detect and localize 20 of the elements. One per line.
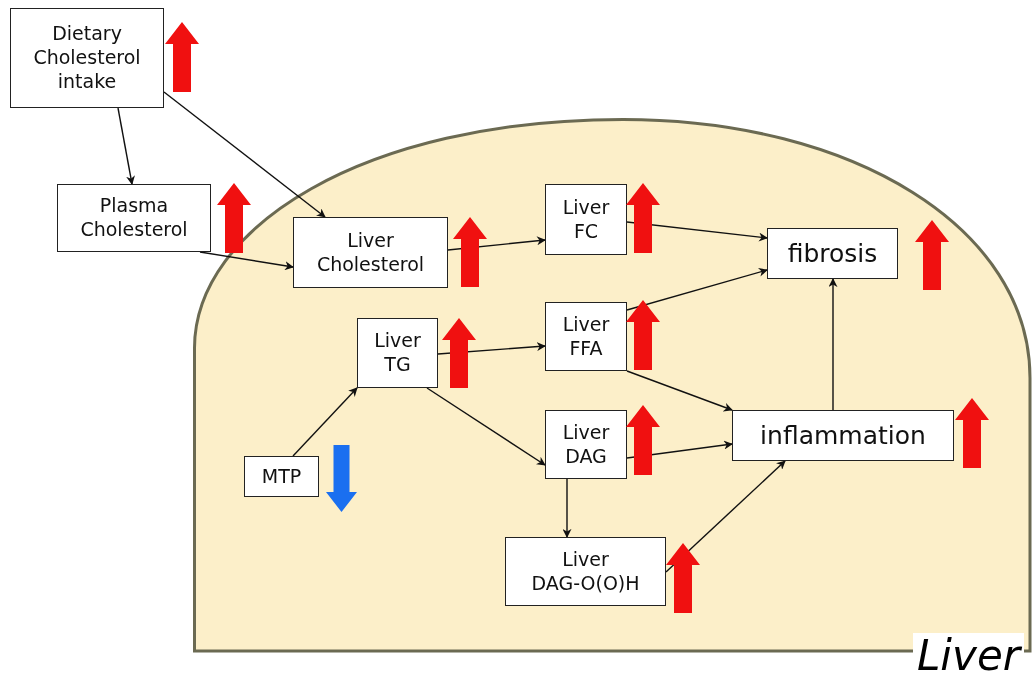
- term-box: Liver DAG-O(O)H: [505, 537, 666, 606]
- arrow: [828, 278, 838, 411]
- term-box: fibrosis: [767, 228, 898, 279]
- arrow: [199, 251, 294, 271]
- arrow: [665, 460, 786, 573]
- term-box: Liver TG: [357, 318, 438, 388]
- term-box: inflammation: [732, 410, 954, 461]
- arrow: [626, 221, 768, 242]
- term-box: Liver FC: [545, 184, 627, 255]
- term-box: Plasma Cholesterol: [57, 184, 211, 252]
- arrow: [117, 107, 135, 185]
- term-box: Liver DAG: [545, 410, 627, 479]
- arrow: [292, 387, 358, 457]
- term-box: MTP: [244, 456, 319, 497]
- term-box: Dietary Cholesterol intake: [10, 8, 164, 108]
- term-box: Liver Cholesterol: [293, 217, 448, 288]
- term-box: Liver FFA: [545, 302, 627, 371]
- arrow: [562, 478, 572, 538]
- arrow: [626, 370, 733, 412]
- arrow: [426, 387, 546, 466]
